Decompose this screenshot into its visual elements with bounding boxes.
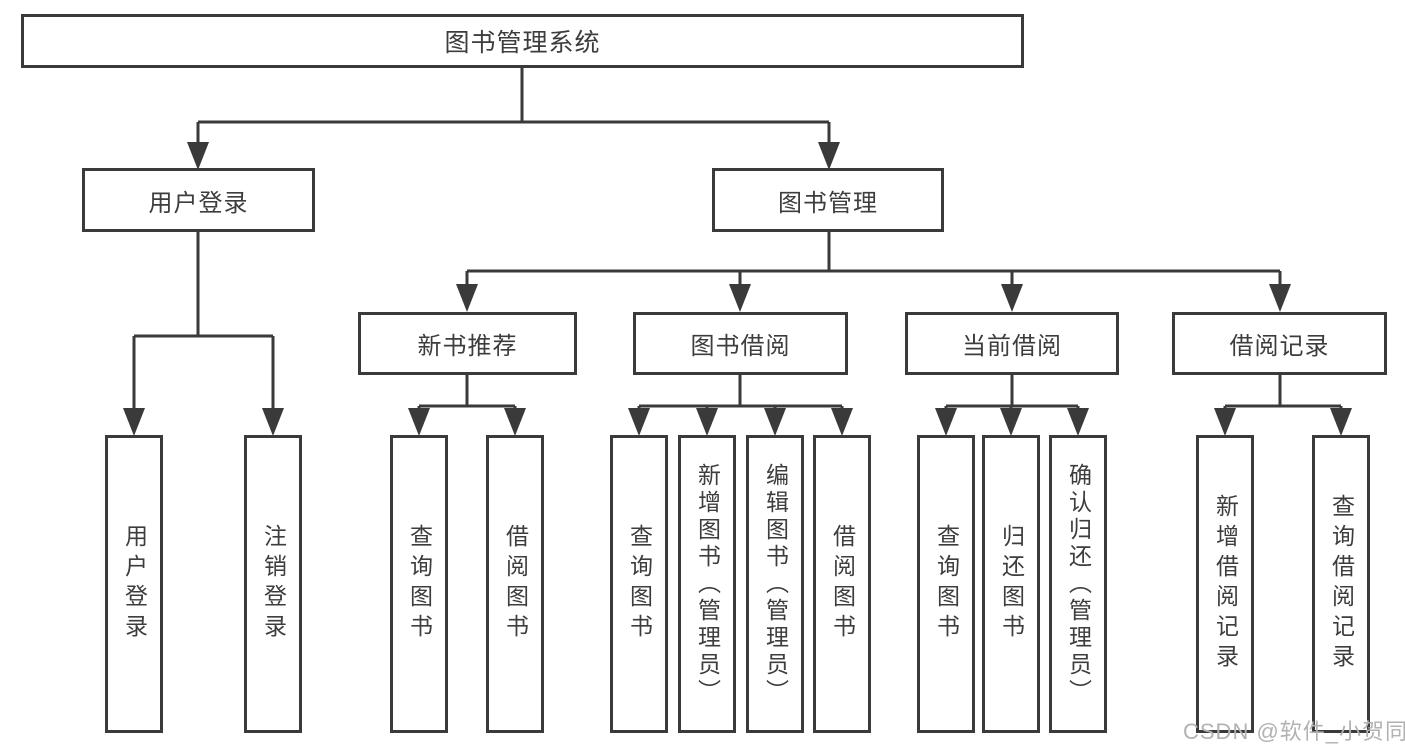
leaf-query-borrow-record: 查询借阅记录 (1312, 435, 1370, 733)
node-library-management-system: 图书管理系统 (21, 14, 1024, 68)
leaf-logout: 注销登录 (244, 435, 302, 733)
leaf-add-book-admin: 新增图书（管理员） (678, 435, 736, 733)
leaf-query-books: 查询图书 (390, 435, 448, 733)
leaf-return-books: 归还图书 (982, 435, 1040, 733)
node-user-login: 用户登录 (82, 168, 315, 232)
leaf-query-books-current: 查询图书 (917, 435, 975, 733)
node-current-borrowing: 当前借阅 (905, 312, 1119, 375)
node-book-management: 图书管理 (712, 168, 944, 232)
node-borrowing-records: 借阅记录 (1172, 312, 1387, 375)
leaf-query-books-borrowing: 查询图书 (610, 435, 668, 733)
leaf-edit-book-admin: 编辑图书（管理员） (746, 435, 804, 733)
leaf-borrow-books-borrowing: 借阅图书 (813, 435, 871, 733)
leaf-add-borrow-record: 新增借阅记录 (1196, 435, 1254, 733)
csdn-watermark: CSDN @软件_小贺同学 (1183, 719, 1405, 744)
node-new-book-recommendation: 新书推荐 (358, 312, 577, 375)
leaf-confirm-return-admin: 确认归还（管理员） (1049, 435, 1107, 733)
leaf-borrow-books: 借阅图书 (486, 435, 544, 733)
node-book-borrowing: 图书借阅 (633, 312, 848, 375)
leaf-user-login: 用户登录 (105, 435, 163, 733)
